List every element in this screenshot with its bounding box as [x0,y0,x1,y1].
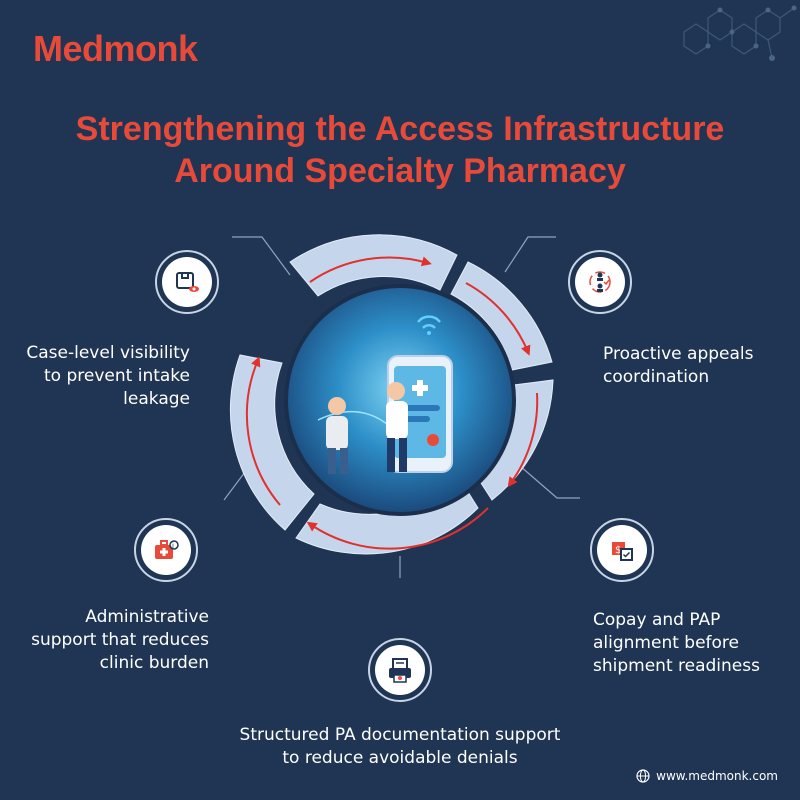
item-3-line-3: shipment readiness [593,656,760,676]
brand-logo: Medmonk [33,28,198,69]
cycle-arrows [245,256,539,550]
globe-icon [636,769,650,783]
medical-kit-icon: i [134,518,198,582]
item-1-line-2: to prevent intake [44,366,190,386]
item-4-line-2: to reduce avoidable denials [282,748,518,768]
ring-segment-top [289,234,458,297]
page-title: Strengthening the Access Infrastructure … [0,108,800,192]
item-administrative-label: Administrative support that reduces clin… [20,606,209,675]
item-1-line-1: Case-level visibility [26,343,190,363]
footer-website[interactable]: www.medmonk.com [636,769,778,783]
item-appeals-label: Proactive appeals coordination [603,343,793,389]
item-5-line-2: support that reduces [31,630,209,650]
center-scene [317,315,453,474]
item-2-line-2: coordination [603,367,710,387]
item-3-line-2: alignment before [593,633,740,653]
svg-text:$: $ [615,545,621,556]
item-4-line-1: Structured PA documentation support [239,725,561,745]
item-1-line-3: leakage [123,389,190,409]
money-check-icon: $ [590,518,654,582]
footer-url[interactable]: www.medmonk.com [656,769,778,783]
item-3-line-1: Copay and PAP [593,610,721,630]
people-cycle-icon [568,250,632,314]
item-copay-label: Copay and PAP alignment before shipment … [593,609,793,678]
item-5-line-1: Administrative [85,607,209,627]
svg-text:i: i [172,542,174,550]
item-case-visibility-label: Case-level visibility to prevent intake … [20,342,190,411]
item-2-line-1: Proactive appeals [603,344,754,364]
title-line-2: Around Specialty Pharmacy [174,152,626,190]
connector-lines [223,236,580,578]
item-5-line-3: clinic burden [99,653,209,673]
document-printer-icon [368,638,432,702]
molecule-decoration [683,5,797,61]
box-eye-icon [155,250,219,314]
title-line-1: Strengthening the Access Infrastructure [75,110,725,148]
ring-segment-left [229,354,315,531]
item-pa-documentation-label: Structured PA documentation support to r… [200,724,600,770]
